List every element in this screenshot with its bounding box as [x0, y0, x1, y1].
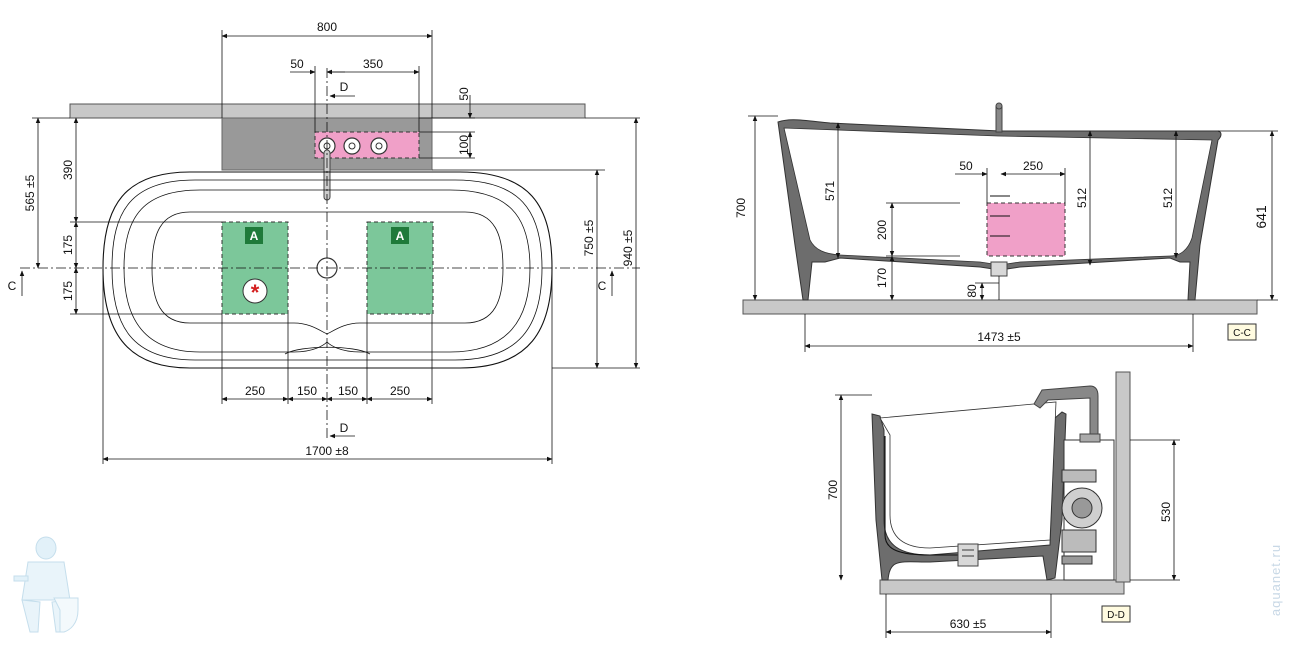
dim-940: 940 ±5 — [621, 229, 635, 266]
zone-a-left-label: A — [250, 229, 259, 243]
dim-250-left: 250 — [245, 384, 265, 398]
plan-spout — [323, 149, 331, 201]
drain-symbol-circle — [242, 278, 268, 304]
plan-view: A A * 800 50 350 D 50 100 565 — [8, 20, 640, 464]
tap-knob-2 — [343, 137, 361, 155]
cc-dim-1473: 1473 ±5 — [977, 330, 1021, 344]
section-mark-d-top: D — [340, 80, 349, 94]
dim-50-top: 50 — [290, 57, 304, 71]
dd-spout — [1033, 385, 1099, 437]
cc-dim-80: 80 — [965, 284, 979, 298]
dim-100: 100 — [457, 135, 471, 155]
dim-750: 750 ±5 — [582, 219, 596, 256]
dd-section-label-box — [1101, 605, 1131, 623]
cc-dim-200: 200 — [875, 220, 889, 240]
cc-section-label-box — [1227, 323, 1257, 341]
dim-50-right: 50 — [457, 87, 471, 101]
cc-dim-512-right: 512 — [1161, 188, 1175, 208]
section-mark-c-right: C — [598, 279, 607, 293]
cc-dim-641: 641 — [1253, 205, 1269, 229]
dim-390: 390 — [61, 160, 75, 180]
drain-symbol: * — [251, 280, 260, 305]
dim-350: 350 — [363, 57, 383, 71]
cc-dim-50: 50 — [959, 159, 973, 173]
dd-wall — [1115, 371, 1131, 583]
dim-175-lower: 175 — [61, 281, 75, 301]
cc-dim-170: 170 — [875, 268, 889, 288]
cc-dim-571: 571 — [823, 181, 837, 201]
cc-section-label: C-C — [1233, 328, 1251, 339]
cc-floor — [742, 299, 1258, 315]
dd-dim-530: 530 — [1159, 502, 1173, 522]
dim-250-right: 250 — [390, 384, 410, 398]
dim-150-left: 150 — [297, 384, 317, 398]
dim-175-upper: 175 — [61, 235, 75, 255]
dim-1700: 1700 ±8 — [305, 444, 349, 458]
cc-control-zone — [986, 202, 1066, 257]
tap-knob-3 — [370, 137, 388, 155]
tub-outer-rim — [102, 171, 553, 369]
dd-dim-700: 700 — [826, 480, 840, 500]
cc-spout — [995, 105, 1003, 133]
zone-a-left-badge — [245, 227, 263, 244]
dd-dim-630: 630 ±5 — [950, 617, 987, 631]
dd-section-label: D-D — [1107, 610, 1125, 621]
plan-wall — [69, 103, 586, 119]
cc-dim-250: 250 — [1023, 159, 1043, 173]
dd-drain — [957, 543, 979, 567]
cc-dim-700: 700 — [734, 198, 748, 218]
cc-drain — [990, 261, 1008, 277]
plumber-mascot-logo — [13, 536, 79, 633]
dd-floor — [879, 579, 1125, 595]
cc-dim-512-mid: 512 — [1075, 188, 1089, 208]
dim-800: 800 — [317, 20, 337, 34]
dim-150-right: 150 — [338, 384, 358, 398]
zone-a-right-label: A — [396, 229, 405, 243]
zone-a-right-badge — [391, 227, 409, 244]
section-cc-view: 700 571 50 250 200 170 80 512 512 641 14… — [734, 102, 1278, 352]
section-mark-d-bottom: D — [340, 421, 349, 435]
dd-tub-shell — [871, 411, 1067, 581]
watermark-text: aquanet.ru — [1268, 544, 1283, 616]
dim-565: 565 ±5 — [23, 174, 37, 211]
section-dd-view: 700 530 630 ±5 D-D — [826, 371, 1180, 638]
section-mark-c-left: C — [8, 279, 17, 293]
